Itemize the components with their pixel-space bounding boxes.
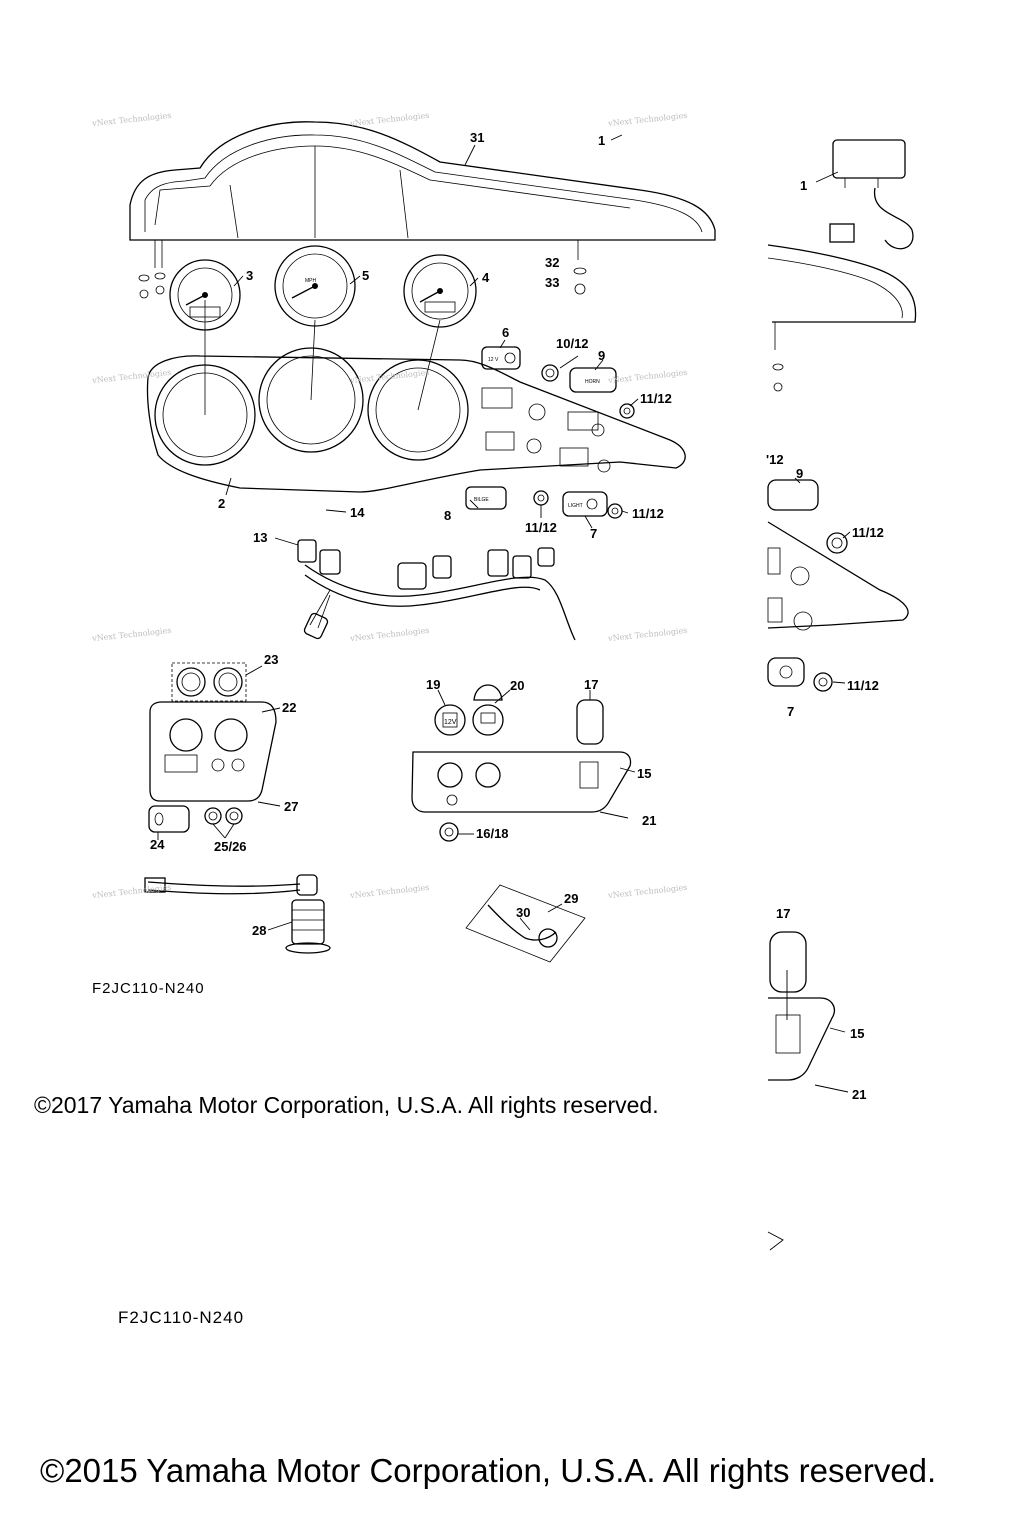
- callout-16-18: 16/18: [476, 826, 509, 841]
- callout-21-detail: 21: [852, 1087, 866, 1102]
- detail-cover-corner: [767, 244, 917, 392]
- copyright-2015: ©2015 Yamaha Motor Corporation, U.S.A. A…: [40, 1452, 937, 1489]
- speedometer-unit-label: MPH: [305, 278, 317, 284]
- callout-11-12-c: 11/12: [632, 506, 664, 521]
- callout-11-12-a: 11/12: [640, 391, 672, 406]
- callout-1: 1: [598, 133, 605, 148]
- switch-bilge: BILGE: [465, 486, 507, 510]
- speedometer-gauge: MPH: [274, 245, 356, 327]
- callout-4: 4: [482, 270, 490, 285]
- callout-17-detail: 17: [776, 906, 790, 921]
- callout-9-detail: 9: [796, 466, 803, 481]
- switch-bilge-label: BILGE: [474, 497, 489, 503]
- callout-32: 32: [545, 255, 559, 270]
- switch-light-label: LIGHT: [568, 503, 583, 509]
- callout-27: 27: [284, 799, 298, 814]
- left-sub-panel: [148, 662, 281, 833]
- callout-5: 5: [362, 268, 369, 283]
- callout-24: 24: [150, 837, 165, 852]
- detail-relay: [829, 139, 914, 250]
- switch-light: LIGHT: [562, 491, 608, 517]
- callout-13: 13: [253, 530, 267, 545]
- callout-11-12-b: 11/12: [525, 520, 557, 535]
- lanyard-kit: [465, 884, 586, 963]
- callout-numbers: 31 1 1 3 5 4 32 33 6 10/12 9 11/12 2 14 …: [150, 130, 884, 1102]
- callout-12-partial: '12: [766, 452, 784, 467]
- callout-23: 23: [264, 652, 278, 667]
- callout-15: 15: [637, 766, 651, 781]
- callout-14: 14: [350, 505, 365, 520]
- callout-9: 9: [598, 348, 605, 363]
- callout-33: 33: [545, 275, 559, 290]
- callout-22: 22: [282, 700, 296, 715]
- callout-6: 6: [502, 325, 509, 340]
- callout-11-12-e: 11/12: [847, 678, 879, 693]
- fuel-gauge: [403, 254, 477, 328]
- leader-lines: [157, 134, 851, 1251]
- outlet-12v-label: 12V: [444, 719, 457, 726]
- switch-horn: HORN: [569, 367, 617, 393]
- callout-7-detail: 7: [787, 704, 794, 719]
- callout-29: 29: [564, 891, 578, 906]
- callout-28: 28: [252, 923, 266, 938]
- callout-25-26: 25/26: [214, 839, 247, 854]
- sensor-cable: [144, 874, 331, 954]
- dash-panel: [146, 300, 686, 493]
- dash-cover: [129, 121, 716, 268]
- callout-1-detail: 1: [800, 178, 807, 193]
- copyright-2017: ©2017 Yamaha Motor Corporation, U.S.A. A…: [34, 1092, 659, 1118]
- callout-30: 30: [516, 905, 530, 920]
- grommets: [533, 364, 635, 519]
- callout-10-12: 10/12: [556, 336, 589, 351]
- detail-switch-panel: [767, 479, 909, 692]
- callout-21: 21: [642, 813, 656, 828]
- switch-horn-label: HORN: [585, 379, 600, 385]
- wire-harness: [297, 539, 576, 641]
- callout-19: 19: [426, 677, 440, 692]
- callout-20: 20: [510, 678, 524, 693]
- diagram-code: F2JC110-N240: [92, 980, 205, 997]
- callout-15-detail: 15: [850, 1026, 864, 1041]
- callout-3: 3: [246, 268, 253, 283]
- diagram-code-secondary: F2JC110-N240: [118, 1308, 245, 1327]
- callout-7: 7: [590, 526, 597, 541]
- washers-nuts: [138, 267, 587, 299]
- callout-17: 17: [584, 677, 598, 692]
- callout-8: 8: [444, 508, 451, 523]
- detail-center-panel: [768, 931, 849, 1093]
- center-sub-panel: 12V: [411, 684, 632, 842]
- callout-2: 2: [218, 496, 225, 511]
- callout-11-12-d: 11/12: [852, 525, 884, 540]
- screw-14: [325, 509, 347, 513]
- callout-31: 31: [470, 130, 484, 145]
- switch-12v-label: 12 V: [488, 357, 499, 363]
